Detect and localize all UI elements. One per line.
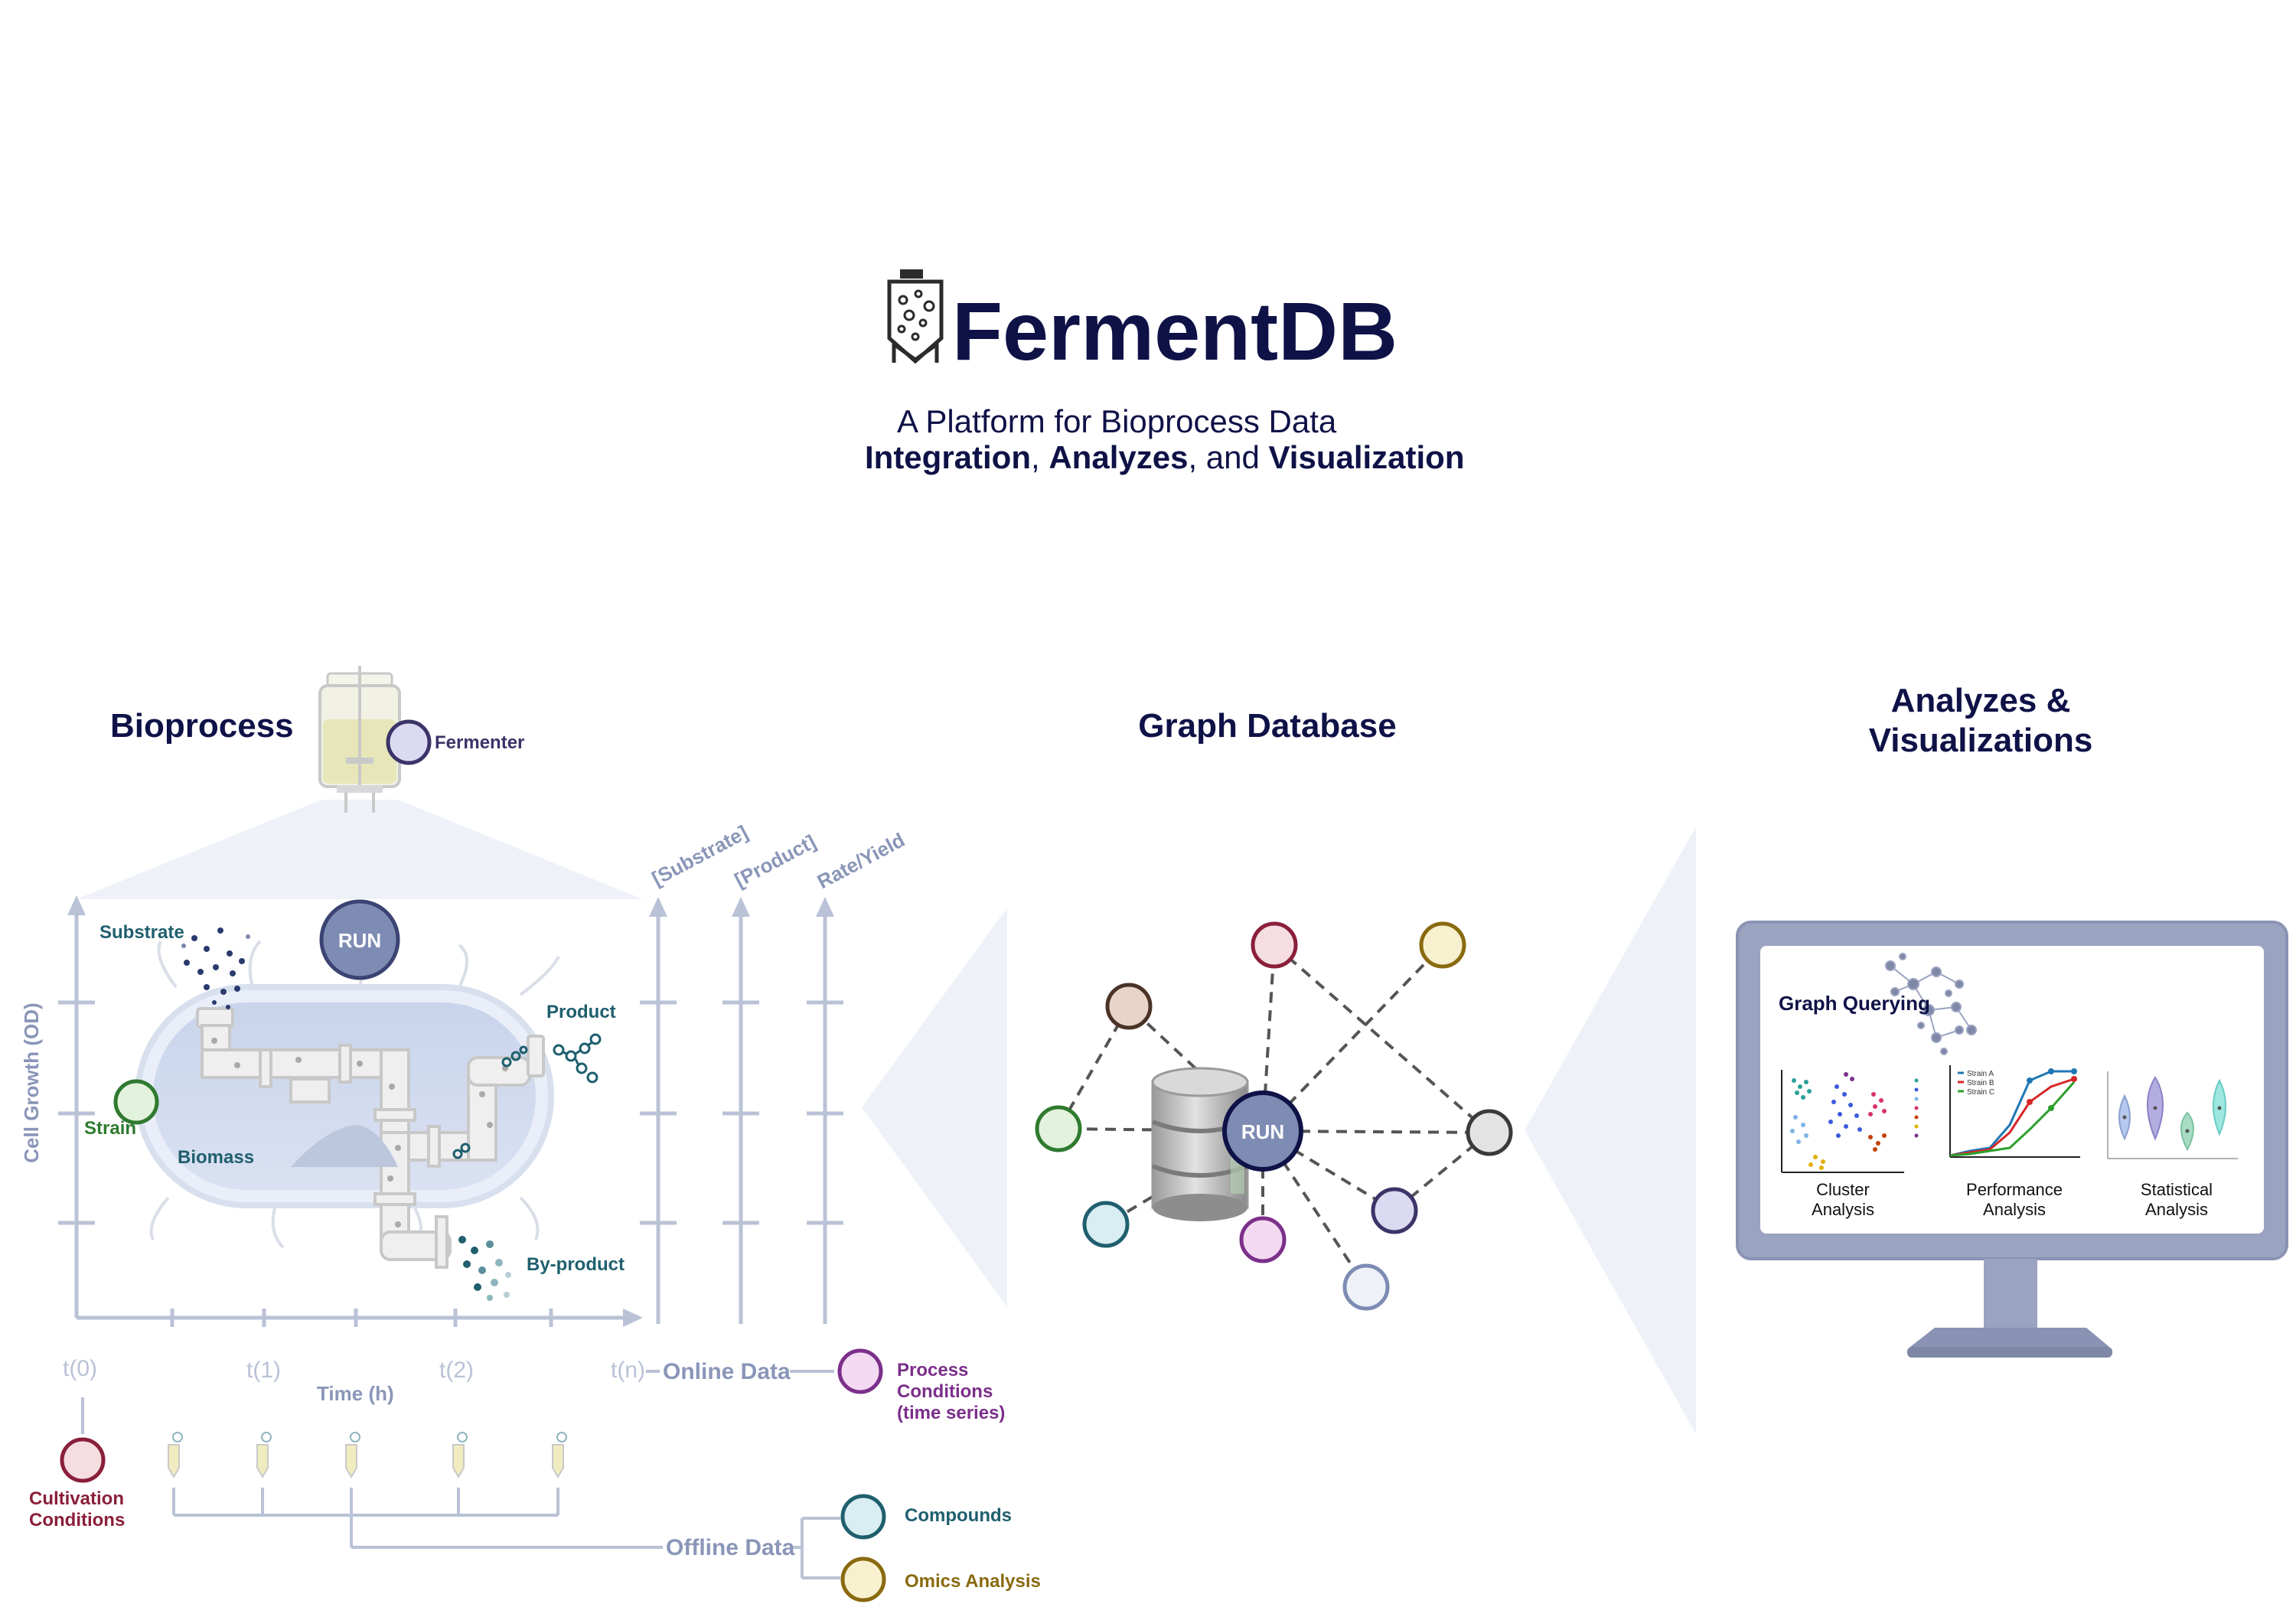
fermenter-zoom-funnel	[77, 800, 643, 899]
app-title: FermentDB	[952, 285, 1397, 377]
x-axis-label: Time (h)	[317, 1382, 394, 1405]
subtitle-integration: Integration	[865, 439, 1031, 475]
omics-label: Omics Analysis	[905, 1571, 1041, 1592]
rate-axis-arrow	[816, 897, 834, 917]
tick-t2: t(2)	[439, 1358, 474, 1383]
graph-node-omics	[1419, 921, 1466, 969]
strain-label: Strain	[84, 1118, 136, 1139]
cultivation-conditions-line-2: Conditions	[29, 1510, 125, 1530]
substrate-label: Substrate	[99, 922, 184, 943]
subtitle-visualization: Visualization	[1269, 439, 1465, 475]
biomass-label: Biomass	[178, 1147, 254, 1168]
compounds-label: Compounds	[905, 1505, 1012, 1526]
graph-node-lightblue	[1342, 1263, 1390, 1311]
tick-tn: t(n)	[611, 1358, 645, 1383]
bioprocess-run-node	[319, 899, 400, 980]
section-title-graph-database: Graph Database	[1138, 707, 1396, 745]
cultivation-conditions-line-1: Cultivation	[29, 1488, 124, 1509]
process-conditions-node	[837, 1348, 883, 1394]
tick-t1: t(1)	[246, 1358, 281, 1383]
bioprocess-run-label: RUN	[338, 929, 381, 952]
graph-querying-network-icon	[1885, 953, 1977, 1055]
offline-data-label: Offline Data	[666, 1535, 795, 1560]
y-axis-label: Cell Growth (OD)	[20, 1002, 43, 1162]
section-title-analyzes-line-2: Visualizations	[1869, 722, 2093, 759]
tick-t0: t(0)	[63, 1356, 97, 1381]
online-data-label: Online Data	[663, 1359, 791, 1384]
cultivation-conditions-node	[60, 1437, 106, 1483]
statistical-analysis-plot	[2107, 1071, 2238, 1159]
section-title-analyzes-line-1: Analyzes &	[1891, 682, 2071, 719]
byproduct-particles	[458, 1236, 511, 1301]
process-conditions-line-1: Process	[897, 1360, 968, 1380]
product-label: Product	[546, 1002, 616, 1022]
graph-run-label: RUN	[1241, 1120, 1284, 1143]
graph-node-compounds	[1082, 1201, 1130, 1248]
compounds-node	[840, 1494, 886, 1540]
graph-node-cultivation	[1251, 921, 1298, 969]
product-axis-arrow	[732, 897, 750, 917]
performance-label-line-1: Performance	[1966, 1180, 2063, 1199]
arrow-bioprocess-to-graph	[862, 908, 1007, 1307]
sample-tubes	[168, 1432, 567, 1478]
x-axis-arrow	[623, 1309, 643, 1327]
omics-node	[840, 1556, 886, 1602]
product-molecules	[553, 1033, 602, 1084]
performance-legend-b: Strain B	[1967, 1079, 1994, 1087]
offline-data-connectors	[172, 1488, 840, 1579]
arrow-graph-to-analyzes	[1525, 826, 1696, 1434]
substrate-axis-arrow	[649, 897, 667, 917]
subtitle-sep-2: , and	[1188, 439, 1268, 475]
statistical-label-line-2: Analysis	[2145, 1200, 2208, 1219]
graph-querying-label: Graph Querying	[1779, 992, 1930, 1015]
cluster-analysis-plot	[1781, 1070, 1919, 1173]
performance-legend-c: Strain C	[1967, 1088, 1994, 1097]
subtitle-line-1: A Platform for Bioprocess Data	[897, 403, 1337, 439]
section-title-bioprocess: Bioprocess	[110, 707, 294, 745]
graph-node-grey	[1466, 1109, 1513, 1156]
graph-node-strain	[1035, 1105, 1082, 1152]
graph-node-fermenter	[1371, 1187, 1418, 1234]
cluster-label-line-2: Analysis	[1812, 1200, 1874, 1219]
substrate-particles	[181, 927, 250, 1009]
rate-yield-axis-label: Rate/Yield	[814, 828, 908, 893]
performance-label-line-2: Analysis	[1983, 1200, 2046, 1219]
fermenter-label: Fermenter	[435, 732, 524, 753]
byproduct-label: By-product	[527, 1254, 625, 1275]
product-molecule-in-cell	[452, 1045, 528, 1159]
performance-analysis-plot: Strain A Strain B Strain C	[1949, 1065, 2080, 1158]
subtitle-sep-1: ,	[1031, 439, 1049, 475]
graph-node-process	[1239, 1216, 1287, 1263]
process-conditions-line-2: Conditions	[897, 1381, 993, 1402]
y-axis-arrow	[67, 895, 86, 915]
logo-fermenter-icon	[887, 269, 944, 364]
strain-node	[113, 1079, 159, 1125]
extra-axes	[640, 911, 843, 1324]
biomass-pile	[291, 1125, 398, 1167]
database-cylinder-icon	[1151, 1067, 1249, 1221]
cluster-label-line-1: Cluster	[1816, 1180, 1870, 1199]
subtitle-line-2: Integration, Analyzes, and Visualization	[865, 439, 1465, 475]
growth-chart-axes	[58, 911, 628, 1327]
process-conditions-line-3: (time series)	[897, 1403, 1005, 1423]
fermenter-icon	[318, 666, 401, 813]
metabolic-pipe-network	[196, 1007, 545, 1269]
graph-node-run	[1222, 1090, 1303, 1172]
monitor-icon	[1736, 921, 2288, 1358]
subtitle-analyzes: Analyzes	[1049, 439, 1188, 475]
graph-node-brown	[1105, 983, 1153, 1030]
statistical-label-line-1: Statistical	[2141, 1180, 2213, 1199]
fermenter-node	[386, 719, 432, 765]
performance-legend-a: Strain A	[1967, 1070, 1994, 1078]
pipe-particles	[211, 1038, 508, 1227]
